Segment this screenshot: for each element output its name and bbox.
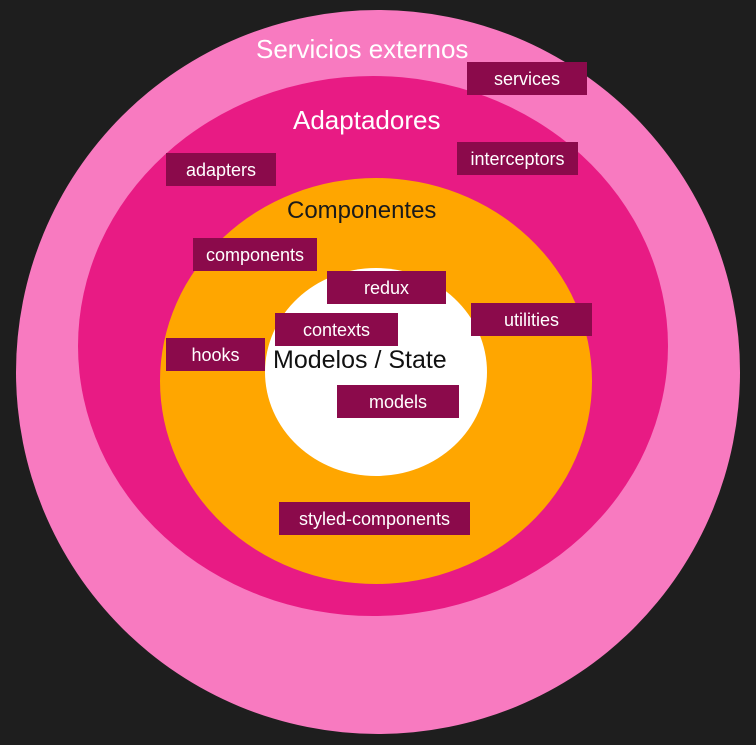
models-tag: models	[337, 385, 459, 418]
external-services-title: Servicios externos	[256, 34, 469, 64]
components-title: Componentes	[287, 197, 437, 224]
adapters-tag: adapters	[166, 153, 276, 186]
styled-components-tag: styled-components	[279, 502, 470, 535]
utilities-tag: utilities	[471, 303, 592, 336]
services-tag: services	[467, 62, 587, 95]
adapters-title: Adaptadores	[293, 105, 441, 135]
models-state-title: Modelos / State	[273, 346, 447, 374]
interceptors-tag: interceptors	[457, 142, 578, 175]
contexts-tag: contexts	[275, 313, 398, 346]
hooks-tag: hooks	[166, 338, 265, 371]
components-tag: components	[193, 238, 317, 271]
redux-tag: redux	[327, 271, 446, 304]
